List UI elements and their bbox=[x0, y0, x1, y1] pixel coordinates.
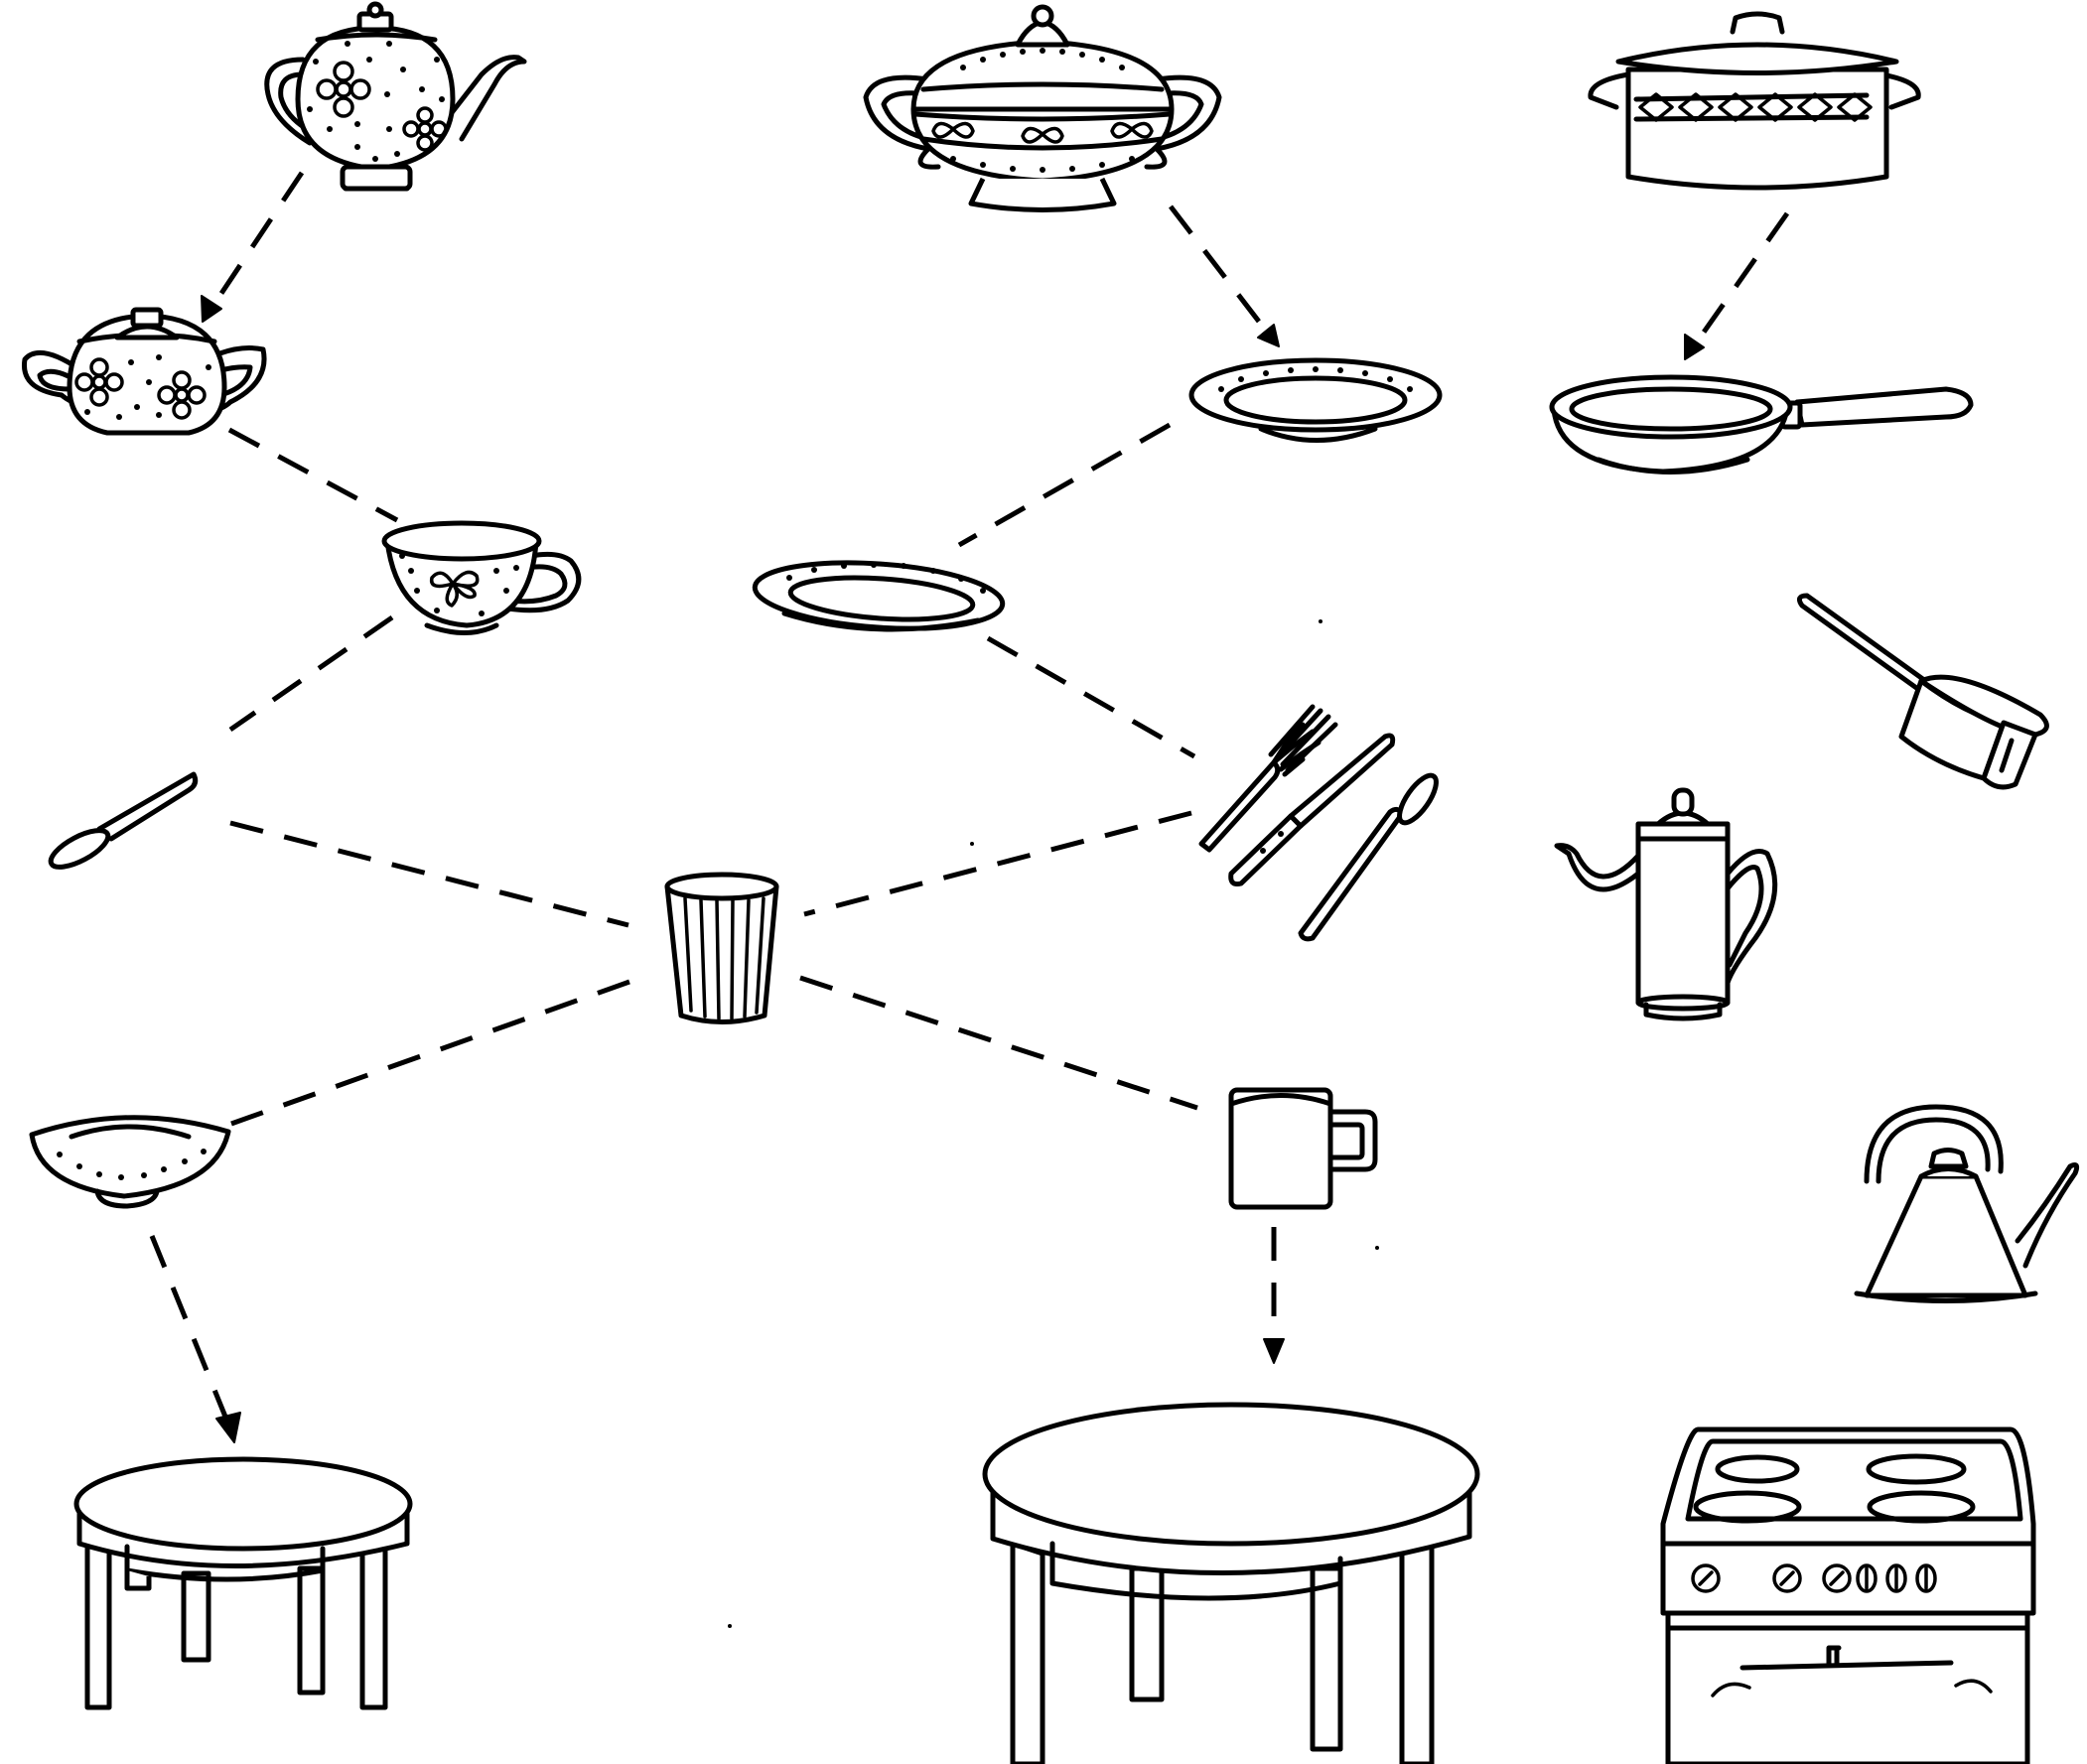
saucepan-icon bbox=[1796, 593, 2049, 790]
round-table-large-icon bbox=[982, 1402, 1480, 1764]
bowl-icon bbox=[29, 1115, 231, 1209]
arrowhead-small-table bbox=[215, 1412, 241, 1443]
connector-sugar-bowl-tea-cup bbox=[227, 427, 399, 523]
spoon-icon bbox=[48, 771, 199, 870]
round-table-small-icon bbox=[73, 1456, 413, 1710]
frying-pan-icon bbox=[1549, 374, 1974, 475]
arrowhead-deep-plate bbox=[1257, 324, 1280, 347]
connector-pot-frying-pan bbox=[1693, 211, 1790, 345]
kettle-icon bbox=[1854, 1104, 2080, 1303]
soup-tureen-icon bbox=[863, 4, 1222, 212]
connector-spoon-glass bbox=[229, 820, 629, 928]
connector-glass-bowl bbox=[230, 979, 630, 1127]
flat-plate-icon bbox=[752, 560, 1006, 632]
mug-icon bbox=[1228, 1087, 1378, 1210]
deep-plate-icon bbox=[1188, 357, 1443, 443]
connector-deep-plate-flat-plate bbox=[957, 422, 1172, 548]
speck-marks bbox=[728, 619, 1379, 1628]
arrowhead-frying-pan bbox=[1684, 334, 1705, 360]
arrowhead-large-table bbox=[1263, 1338, 1285, 1364]
stove-icon bbox=[1660, 1426, 2036, 1764]
connectors bbox=[149, 171, 1790, 1443]
connector-tea-cup-spoon bbox=[228, 614, 394, 733]
connector-glass-mug bbox=[799, 975, 1198, 1111]
connector-teapot-sugar-bowl bbox=[209, 171, 305, 309]
tea-cup-icon bbox=[381, 520, 582, 635]
connector-bowl-small-table bbox=[149, 1235, 230, 1423]
teapot-icon bbox=[264, 1, 527, 192]
arrowhead-sugar-bowl bbox=[201, 295, 222, 323]
connector-cutlery-glass bbox=[803, 810, 1192, 917]
glass-icon bbox=[664, 872, 779, 1024]
coffee-pot-icon bbox=[1554, 787, 1778, 1021]
connector-flat-plate-cutlery bbox=[986, 635, 1196, 759]
cooking-pot-icon bbox=[1588, 11, 1921, 191]
sugar-bowl-icon bbox=[21, 307, 267, 436]
fork-knife-spoon-icon bbox=[1198, 704, 1439, 942]
connector-tureen-deep-plate bbox=[1169, 204, 1268, 333]
